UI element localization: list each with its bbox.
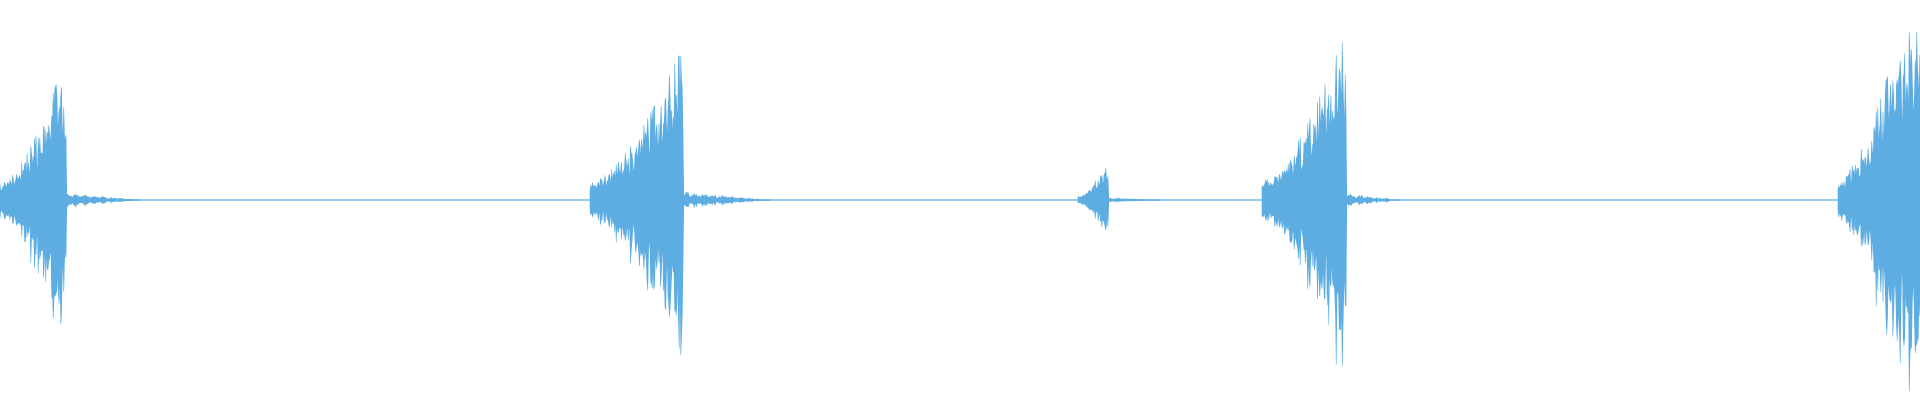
waveform-burst-4 bbox=[1261, 41, 1401, 366]
waveform-bursts bbox=[0, 31, 1920, 392]
waveform-burst-2 bbox=[589, 55, 771, 356]
waveform-burst-3 bbox=[1077, 167, 1161, 231]
waveform-burst-5 bbox=[1837, 31, 1920, 392]
waveform-burst-1 bbox=[0, 84, 140, 325]
